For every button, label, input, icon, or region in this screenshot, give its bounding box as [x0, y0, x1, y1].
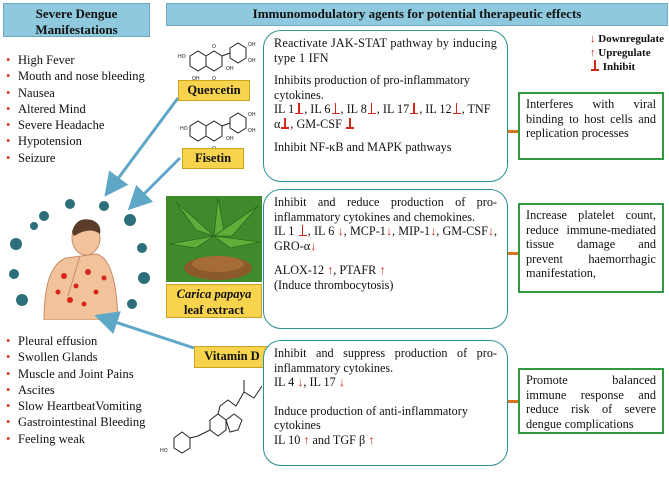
down-arrow-icon: ↓ [430, 224, 437, 239]
svg-text:OH: OH [248, 128, 256, 134]
cytokine-list: IL 4 ↓, IL 17 ↓ [274, 375, 345, 390]
patient-figure [9, 199, 150, 320]
left-header: Severe Dengue Manifestations [3, 3, 150, 37]
cytokine-list: IL 1, IL 6, IL 8, IL 17, IL 12, TNF α, G… [274, 102, 491, 131]
symptom-item: Feeling weak [6, 431, 161, 448]
legend: ↓ Downregulate ↑ Upregulate Inhibit [590, 32, 666, 74]
carica-papaya-name: Carica papaya [176, 287, 252, 301]
vitamin-d-arrow [94, 311, 195, 350]
legend-downregulate: ↓ Downregulate [590, 33, 665, 45]
symptom-item: Hypotension [6, 133, 156, 150]
symptom-item: High Fever [6, 52, 156, 69]
svg-text:HO: HO [160, 448, 168, 454]
alox-ptafr-text: ALOX-12 ↑, PTAFR ↑ [274, 263, 386, 278]
vitamin-d-structure: HO [160, 380, 263, 454]
fisetin-label: Fisetin [182, 148, 244, 169]
main-header: Immunomodulatory agents for potential th… [166, 3, 668, 26]
mechanism-box-flavonoids: Reactivate JAK-STAT pathway by inducing … [263, 30, 508, 182]
svg-text:OH: OH [248, 58, 256, 64]
up-arrow-icon: ↑ [327, 263, 334, 278]
quercetin-label: Quercetin [178, 80, 250, 101]
inhibit-icon [591, 60, 599, 71]
inhibit-icon [410, 103, 419, 115]
quercetin-structure: HO OH OH OH O OH O [178, 42, 256, 82]
vitamin-d-label: Vitamin D [194, 346, 270, 368]
inhibit-icon [281, 117, 290, 129]
down-arrow-icon: ↓ [297, 375, 304, 390]
svg-text:OH: OH [192, 76, 200, 82]
papaya-leaf-image [166, 196, 262, 282]
svg-text:OH: OH [248, 42, 256, 48]
bottom-symptom-list: Pleural effusion Swollen Glands Muscle a… [6, 333, 161, 447]
anti-inflammatory-list: IL 10 ↑ and TGF β ↑ [274, 432, 375, 447]
symptom-item: Swollen Glands [6, 349, 161, 366]
legend-upregulate: ↑ Upregulate [590, 47, 651, 59]
down-arrow-icon: ↓ [385, 224, 392, 239]
mechanism-box-vitamin-d: Inhibit and suppress production of pro-i… [263, 340, 508, 466]
top-symptom-list: High Fever Mouth and nose bleeding Nause… [6, 52, 156, 166]
svg-text:OH: OH [226, 136, 234, 142]
inhibit-icon [331, 103, 340, 115]
connector-1 [508, 130, 518, 133]
legend-inhibit: Inhibit [590, 60, 666, 74]
jak-stat-text: Reactivate JAK-STAT pathway by inducing … [274, 36, 497, 65]
up-arrow-icon: ↑ [303, 432, 310, 447]
svg-text:O: O [212, 44, 216, 50]
symptom-item: Gastrointestinal Bleeding [6, 414, 161, 431]
suppress-cytokine-text: Inhibit and suppress production of pro-i… [274, 346, 497, 375]
down-arrow-icon: ↓ [337, 224, 344, 239]
symptom-item: Mouth and nose bleeding [6, 68, 156, 85]
down-arrow-icon: ↓ [487, 224, 494, 239]
quercetin-arrow [104, 97, 180, 197]
inhibit-icon [345, 117, 354, 129]
symptom-item: Nausea [6, 85, 156, 102]
inhibit-icon [298, 225, 307, 237]
effect-box-viral-binding: Interferes with viral binding to host ce… [518, 92, 664, 160]
svg-text:OH: OH [248, 112, 256, 118]
symptom-item: Severe Headache [6, 117, 156, 134]
leaf-extract-text: leaf extract [183, 303, 245, 317]
effect-box-immune-balance: Promote balanced immune response and red… [518, 368, 664, 434]
symptom-item: Pleural effusion [6, 333, 161, 350]
up-arrow-icon: ↑ [379, 263, 386, 278]
svg-text:OH: OH [226, 66, 234, 72]
cytokine-inhibit-text: Inhibits production of pro-inflammatory … [274, 73, 470, 102]
inhibit-icon [367, 103, 376, 115]
mechanism-box-papaya: Inhibit and reduce production of pro-inf… [263, 189, 508, 329]
symptom-item: Ascites [6, 382, 161, 399]
symptom-item: Seizure [6, 150, 156, 167]
down-arrow-icon: ↓ [338, 375, 345, 390]
svg-text:HO: HO [178, 54, 186, 60]
cytokine-list: IL 1 , IL 6 ↓, MCP-1↓, MIP-1↓, GM-CSF↓, … [274, 224, 498, 253]
symptom-item: Muscle and Joint Pains [6, 366, 161, 383]
effect-box-platelet: Increase platelet count, reduce immune-m… [518, 203, 664, 293]
cytokine-chemokine-text: Inhibit and reduce production of pro-inf… [274, 195, 497, 224]
anti-inflammatory-text: Induce production of anti-inflammatory c… [274, 403, 468, 433]
fisetin-arrow [127, 156, 182, 211]
inhibit-icon [452, 103, 461, 115]
up-arrow-icon: ↑ [368, 432, 375, 447]
down-arrow-icon: ↓ [310, 238, 317, 253]
connector-2 [508, 252, 518, 255]
nfkb-text: Inhibit NF-κB and MAPK pathways [274, 139, 452, 154]
symptom-item: Slow HeartbeatVomiting [6, 398, 161, 415]
thrombocytosis-text: (Induce thrombocytosis) [274, 277, 394, 292]
symptom-item: Altered Mind [6, 101, 156, 118]
svg-text:HO: HO [180, 126, 188, 132]
carica-papaya-label: Carica papaya leaf extract [166, 284, 262, 318]
inhibit-icon [295, 103, 304, 115]
svg-text:O: O [212, 76, 216, 82]
connector-3 [508, 400, 518, 403]
